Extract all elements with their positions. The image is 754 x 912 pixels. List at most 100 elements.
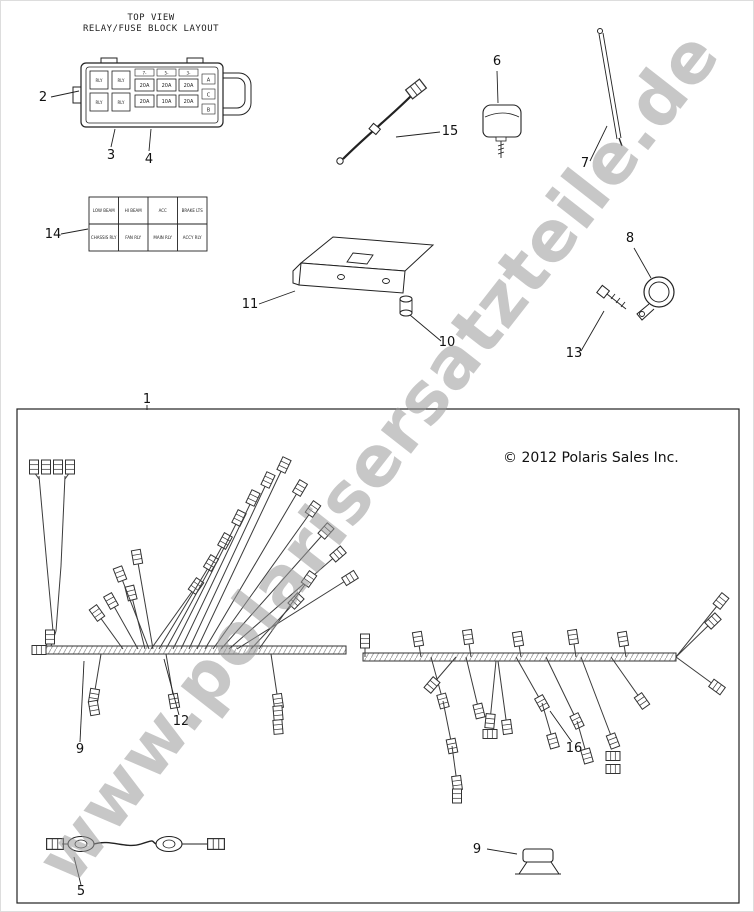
callout-9-bottom: 9: [473, 842, 481, 857]
legend-cell: HI BEAM: [125, 208, 142, 213]
wire: [60, 475, 66, 567]
wire: [545, 656, 578, 722]
callout-6: 6: [493, 54, 501, 69]
wire: [515, 656, 543, 704]
wire: [212, 508, 314, 650]
relay-slot-label: RLY: [118, 78, 125, 83]
wire: [204, 487, 301, 650]
fuse-position-mark: 5-: [165, 71, 170, 76]
wire: [270, 653, 279, 702]
connector: [605, 751, 621, 761]
connector: [112, 565, 128, 583]
relay-slot-label: RLY: [118, 100, 125, 105]
callout-2: 2: [39, 90, 47, 105]
connector: [45, 629, 55, 645]
connector: [451, 774, 463, 792]
wire: [188, 479, 269, 650]
wire: [442, 700, 453, 747]
callout-16: 16: [566, 741, 583, 756]
legend-cell: MAIN RLY: [153, 235, 172, 240]
connector: [616, 630, 630, 648]
wire: [165, 653, 175, 702]
connector: [276, 456, 292, 474]
wire: [228, 553, 339, 650]
wire: [180, 497, 254, 650]
connector: [300, 570, 318, 588]
clamp-part: [636, 276, 675, 321]
wire: [610, 656, 643, 702]
connector: [462, 628, 474, 646]
connector: [482, 729, 498, 739]
wire: [675, 600, 722, 658]
wire: [150, 585, 197, 650]
wire: [55, 565, 62, 632]
fuse-legend-table: LOW BEAM HI BEAM ACC BRAKE LTS CHASSIS R…: [88, 196, 208, 252]
fuse-position-mark: 3-: [187, 71, 192, 76]
fuse-rating-label: 20A: [184, 99, 194, 105]
jumper-cable-part: [336, 78, 427, 165]
slot-letter: C: [207, 93, 211, 99]
fuse-rating-label: 20A: [184, 83, 194, 89]
connector: [260, 471, 276, 489]
callout-8: 8: [626, 231, 634, 246]
connector: [31, 645, 47, 655]
wire: [119, 573, 150, 650]
callout-4: 4: [145, 152, 153, 167]
connector: [605, 732, 621, 750]
callout-9-left: 9: [76, 742, 84, 757]
connector: [411, 630, 425, 648]
legend-cell: ACC: [159, 208, 167, 213]
callout-10: 10: [439, 335, 456, 350]
slot-letter: A: [207, 78, 211, 84]
wire: [165, 540, 226, 650]
callout-numbers: 2 3 4 14 11 10 13 8 6 15 7 1 9 12 16 5 9: [39, 54, 634, 899]
fuse-block-drawing: RLY RLY RLY RLY 7- 5- 3- 20A 20A 20A 20A…: [72, 57, 252, 128]
connector: [712, 592, 730, 610]
wire: [675, 656, 718, 688]
wire: [38, 475, 48, 567]
wire: [196, 464, 285, 650]
legend-cell: BRAKE LTS: [182, 208, 204, 213]
harness-box-border: [16, 408, 740, 904]
callout-11: 11: [242, 297, 259, 312]
connector: [88, 604, 106, 622]
left-harness: [29, 456, 359, 735]
wire: [489, 660, 497, 722]
fuse-rating-label: 20A: [162, 83, 172, 89]
wire: [236, 577, 351, 650]
bushing-part: [399, 295, 413, 317]
slot-letter: B: [207, 108, 211, 114]
connector: [708, 678, 726, 696]
connector: [292, 479, 308, 497]
wire: [220, 530, 327, 650]
legend-cell: ACCY RLY: [183, 235, 202, 240]
connector: [103, 592, 119, 610]
wire: [675, 620, 714, 658]
bolt-part: [596, 284, 627, 310]
connector: [87, 699, 101, 717]
connector: [633, 692, 651, 710]
callout-leaders: [50, 70, 652, 886]
connector: [580, 747, 594, 765]
connector: [245, 489, 261, 507]
connector: [53, 459, 63, 475]
wire: [250, 600, 297, 650]
wire: [580, 656, 614, 742]
fuse-rating-label: 20A: [140, 83, 150, 89]
relay-slot-label: RLY: [96, 100, 103, 105]
connector: [501, 718, 513, 736]
legend-cell: FAN RLY: [125, 235, 141, 240]
legend-cell: CHASSIS RLY: [91, 235, 117, 240]
callout-12: 12: [173, 714, 190, 729]
connector: [605, 764, 621, 774]
wire: [46, 565, 54, 632]
rod-part: [597, 28, 623, 147]
bracket-part: [292, 236, 435, 294]
lamp-harness-part: [45, 835, 225, 853]
callout-5: 5: [77, 884, 85, 899]
wire: [465, 656, 480, 712]
callout-15: 15: [442, 124, 459, 139]
callout-1: 1: [143, 392, 151, 407]
